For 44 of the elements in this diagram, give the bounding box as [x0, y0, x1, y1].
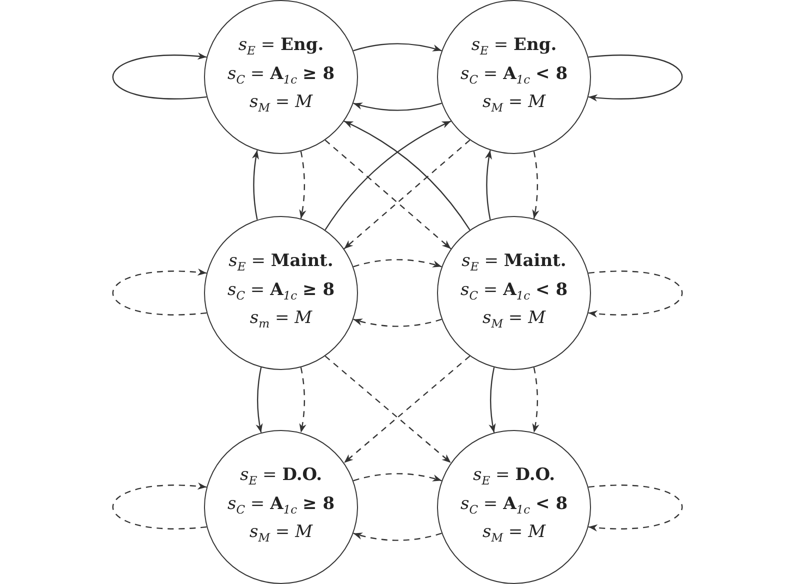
state-label: s$_{C}$ = A$_{1c}$ ≥ 8 [227, 278, 335, 304]
state-label: s$_{M}$ = M [249, 91, 313, 117]
arrow [353, 102, 442, 111]
state-label: s$_{M}$ = M [249, 521, 313, 547]
state-label: s$_{M}$ = M [482, 91, 546, 117]
state-label: s$_{E}$ = Maint. [462, 250, 566, 276]
state-label: s$_{E}$ = Eng. [471, 34, 557, 60]
arrow [488, 367, 496, 433]
state-label: s$_{M}$ = M [482, 307, 546, 333]
arrow [532, 151, 540, 219]
arrow [353, 318, 442, 327]
arrow [252, 150, 260, 220]
arrow [588, 270, 682, 318]
arrow [112, 52, 207, 100]
arrow [344, 356, 470, 464]
arrow [588, 484, 682, 532]
state-label: s$_{C}$ = A$_{1c}$ < 8 [460, 492, 568, 518]
state-label: s$_{m}$ = M [250, 307, 312, 333]
state-label: s$_{C}$ = A$_{1c}$ ≥ 8 [227, 492, 335, 518]
state-label: s$_{E}$ = Eng. [238, 34, 324, 60]
state-label: s$_{C}$ = A$_{1c}$ < 8 [460, 278, 568, 304]
state-label: s$_{E}$ = Maint. [228, 250, 334, 276]
arrow [324, 120, 452, 230]
arrow [112, 268, 207, 316]
arrow [353, 43, 442, 52]
state-label: s$_{M}$ = M [482, 521, 546, 547]
arrow [344, 120, 470, 230]
state-label: s$_{E}$ = D.O. [472, 464, 556, 490]
arrow [112, 482, 207, 530]
arrow [353, 532, 442, 541]
arrow [324, 140, 452, 250]
arrow [588, 54, 682, 102]
arrow [299, 367, 306, 433]
state-label: s$_{E}$ = D.O. [240, 464, 322, 490]
arrow [353, 259, 442, 268]
arrow [299, 151, 306, 219]
arrow [256, 367, 263, 433]
arrow [353, 473, 442, 482]
state-label: s$_{C}$ = A$_{1c}$ < 8 [460, 62, 568, 88]
arrow [324, 356, 452, 464]
arrow [344, 140, 470, 250]
state-label: s$_{C}$ = A$_{1c}$ ≥ 8 [227, 62, 335, 88]
arrow [485, 150, 492, 220]
arrow [532, 367, 540, 433]
